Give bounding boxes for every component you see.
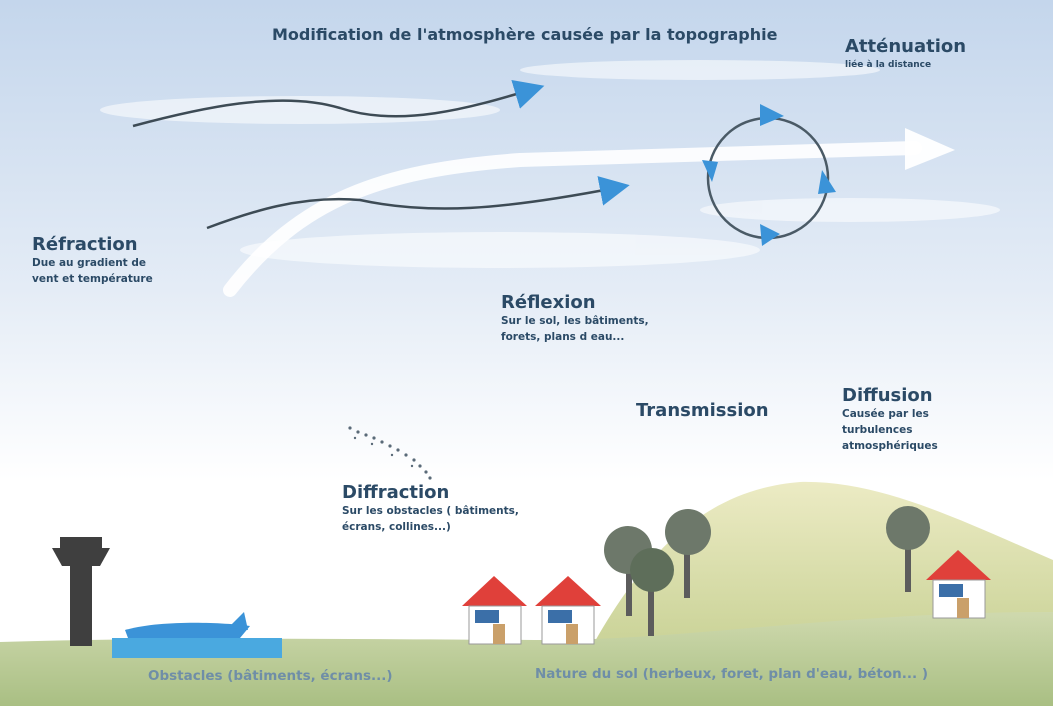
- house-3: [926, 550, 991, 619]
- control-tower: [52, 537, 110, 646]
- refraction-arrow-upper: [132, 79, 545, 128]
- diagram-title: Modification de l'atmosphère causée par …: [272, 25, 778, 44]
- refraction-heading: Réfraction: [32, 234, 138, 255]
- diffusion-detail-3: atmosphériques: [842, 440, 938, 452]
- attenuation-detail: liée à la distance: [845, 60, 932, 70]
- refraction-detail-1: Due au gradient de: [32, 257, 146, 269]
- diffraction-streak: [348, 426, 432, 480]
- refraction-arrow-lower: [206, 176, 630, 230]
- diffusion-detail-2: turbulences: [842, 424, 913, 436]
- refraction-label: Réfraction Due au gradient de vent et te…: [32, 234, 153, 287]
- diffraction-heading: Diffraction: [342, 482, 450, 503]
- diffraction-label: Diffraction Sur les obstacles ( bâtiment…: [342, 482, 519, 535]
- diffraction-detail-1: Sur les obstacles ( bâtiments,: [342, 505, 519, 517]
- reflexion-heading: Réflexion: [501, 292, 596, 313]
- diffusion-heading: Diffusion: [842, 385, 933, 406]
- attenuation-heading: Atténuation: [845, 36, 967, 57]
- diffraction-detail-2: écrans, collines...): [342, 521, 451, 533]
- nature-sol-label: Nature du sol (herbeux, foret, plan d'ea…: [535, 666, 929, 682]
- house-2: [535, 576, 601, 645]
- tree-right: [886, 506, 930, 592]
- reflexion-label: Réflexion Sur le sol, les bâtiments, for…: [501, 292, 649, 345]
- diffusion-label: Diffusion Causée par les turbulences atm…: [842, 385, 938, 454]
- turbulence-cycle-icon: [702, 104, 836, 246]
- tree-cluster: [604, 509, 711, 636]
- transmission-heading: Transmission: [636, 400, 769, 421]
- house-1: [462, 576, 527, 645]
- reflexion-detail-2: forets, plans d eau...: [501, 331, 625, 343]
- diffusion-detail-1: Causée par les: [842, 408, 929, 420]
- ground: [0, 612, 1053, 706]
- transmission-label: Transmission: [636, 400, 769, 421]
- transmission-arrow: [223, 128, 955, 297]
- obstacles-label: Obstacles (bâtiments, écrans...): [148, 668, 393, 684]
- attenuation-label: Atténuation liée à la distance: [845, 36, 966, 73]
- refraction-detail-2: vent et température: [32, 273, 153, 285]
- reflexion-detail-1: Sur le sol, les bâtiments,: [501, 315, 649, 327]
- airplane: [112, 612, 282, 658]
